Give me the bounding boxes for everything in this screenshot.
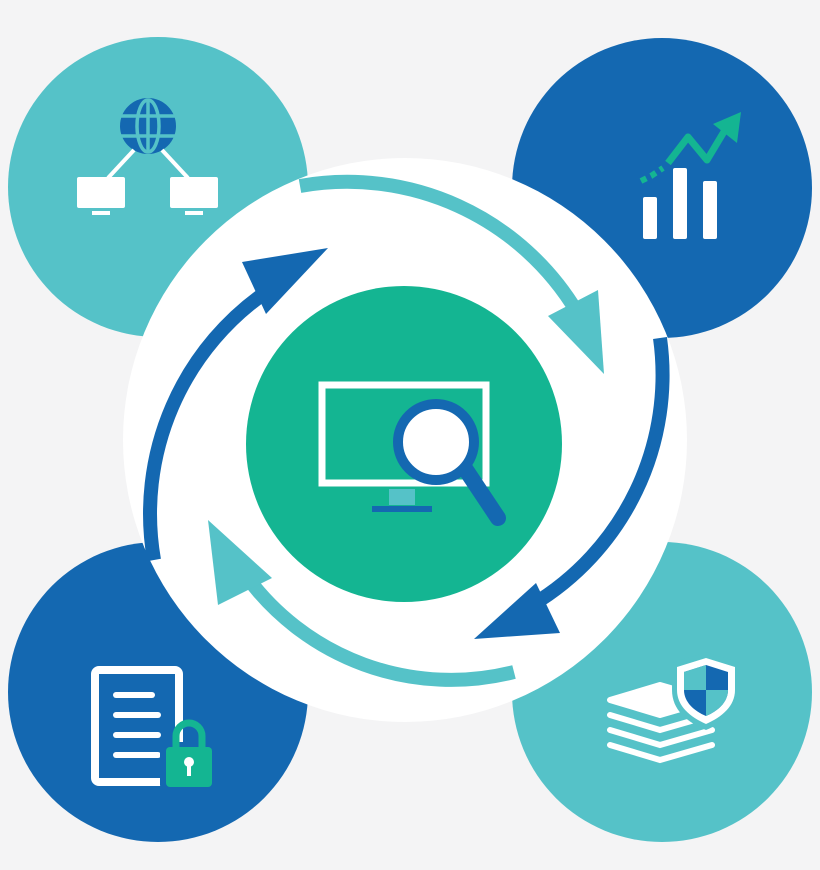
shielded-stack-icon	[607, 652, 740, 764]
arrow-head-right-bottom	[474, 583, 560, 639]
network-globe-icon	[77, 98, 218, 215]
cycle-arrows	[143, 174, 670, 687]
arrow-head-bottom-left	[208, 520, 272, 605]
node-center	[246, 286, 562, 602]
growth-chart-icon	[639, 112, 741, 239]
arrow-head-left-top	[242, 248, 328, 314]
arrow-top-right	[298, 174, 584, 316]
arrow-left-top	[143, 282, 276, 562]
locked-document-icon	[91, 666, 216, 790]
arrow-right-bottom	[528, 337, 670, 612]
arrow-bottom-left	[238, 568, 516, 687]
monitor-magnifier-icon	[318, 381, 506, 526]
arrow-head-top-right	[548, 290, 604, 374]
